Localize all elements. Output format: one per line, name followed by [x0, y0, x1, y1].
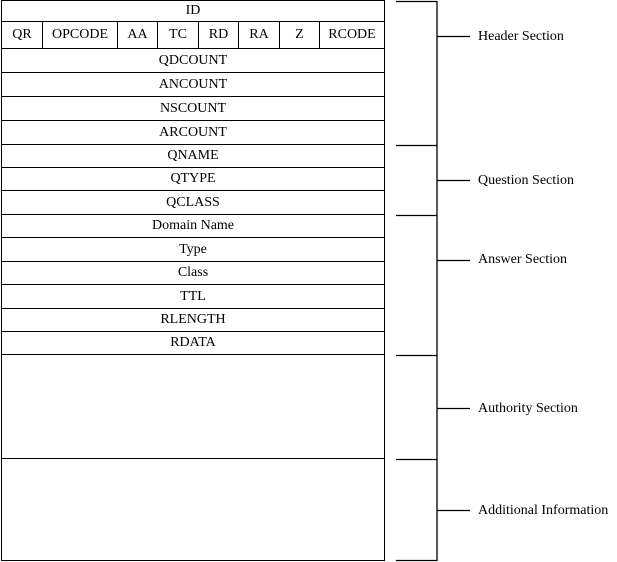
flags-row: QR OPCODE AA TC RD RA Z RCODE — [1, 22, 385, 49]
flag-tc: TC — [158, 22, 199, 48]
label-answer-section: Answer Section — [478, 252, 568, 267]
field-id: ID — [1, 0, 385, 22]
authority-area — [1, 355, 385, 459]
field-ancount: ANCOUNT — [1, 73, 385, 97]
flag-ra: RA — [239, 22, 280, 48]
field-class: Class — [1, 262, 385, 285]
flag-qr: QR — [2, 22, 43, 48]
field-qtype: QTYPE — [1, 168, 385, 191]
authority-bracket — [396, 355, 438, 461]
header-bracket — [396, 0, 438, 147]
field-arcount: ARCOUNT — [1, 121, 385, 145]
field-domain-name: Domain Name — [1, 215, 385, 238]
field-type: Type — [1, 238, 385, 262]
label-authority-section: Authority Section — [478, 401, 578, 416]
flag-rd: RD — [199, 22, 239, 48]
flag-aa: AA — [118, 22, 158, 48]
label-additional-information: Additional Information — [478, 503, 609, 518]
flag-opcode: OPCODE — [43, 22, 118, 48]
flag-rcode: RCODE — [328, 27, 376, 42]
field-ttl: TTL — [1, 285, 385, 309]
additional-area — [1, 459, 385, 561]
field-rdata: RDATA — [1, 332, 385, 355]
field-rlength: RLENGTH — [1, 309, 385, 332]
flag-z: Z — [280, 22, 320, 48]
field-label: ID — [185, 3, 201, 18]
field-qclass: QCLASS — [1, 191, 385, 215]
additional-bracket — [396, 459, 438, 562]
answer-bracket — [396, 215, 438, 357]
label-header-section: Header Section — [478, 29, 564, 44]
label-question-section: Question Section — [478, 173, 575, 188]
field-qname: QNAME — [1, 145, 385, 168]
field-qdcount: QDCOUNT — [1, 49, 385, 73]
field-nscount: NSCOUNT — [1, 97, 385, 121]
question-bracket — [396, 145, 438, 217]
